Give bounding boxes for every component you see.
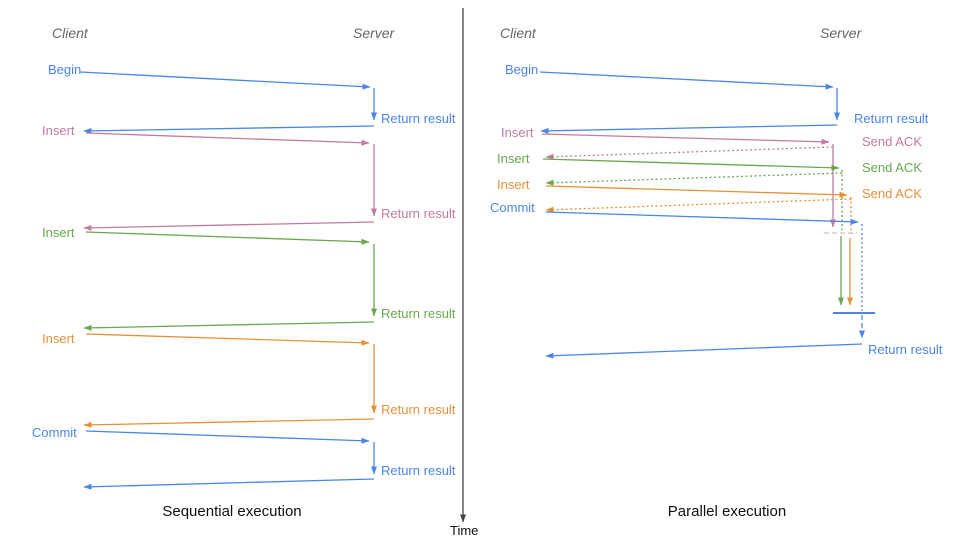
seq-insert3-return-label: Return result (381, 402, 456, 417)
par-begin-label: Begin (505, 62, 539, 77)
par-insert1-label: Insert (501, 125, 534, 140)
seq-commit-return-label: Return result (381, 463, 456, 478)
par-insert1-ack-label: Send ACK (862, 134, 922, 149)
seq-insert2-return-label: Return result (381, 306, 456, 321)
par-client-header: Client (500, 25, 536, 41)
par-insert3-request-arrow (545, 185, 848, 198)
seq-client-header: Client (52, 25, 88, 41)
seq-insert1-label: Insert (42, 123, 75, 138)
seq-begin-label: Begin (48, 62, 82, 77)
par-begin-return-label: Return result (854, 111, 929, 126)
par-insert3-label: Insert (497, 177, 530, 192)
par-insert2-label: Insert (497, 151, 530, 166)
par-commit-label: Commit (490, 200, 535, 215)
seq-insert2-return-arrow (83, 321, 375, 331)
seq-insert3-label: Insert (42, 331, 75, 346)
seq-begin-request-arrow (79, 71, 371, 90)
seq-commit-request-arrow (85, 430, 370, 444)
parallel-caption: Parallel execution (667, 503, 787, 520)
par-commit-request-arrow (545, 211, 859, 225)
seq-insert1-return-label: Return result (381, 206, 456, 221)
par-insert2-ack-arrow (545, 172, 843, 186)
par-begin-return-arrow (540, 124, 838, 134)
par-insert2-ack-label: Send ACK (862, 160, 922, 175)
sequential-caption: Sequential execution (162, 503, 302, 520)
seq-insert2-request-arrow (85, 231, 370, 245)
seq-insert1-return-arrow (83, 221, 375, 231)
par-insert3-ack-arrow (545, 198, 852, 213)
par-insert2-request-arrow (542, 158, 840, 171)
seq-begin-return-arrow (83, 125, 375, 134)
par-insert1-request-arrow (541, 133, 830, 145)
par-server-header: Server (820, 25, 862, 41)
par-commit-return-arrow (545, 343, 863, 359)
par-insert1-ack-arrow (545, 146, 834, 160)
par-begin-request-arrow (539, 71, 834, 90)
seq-insert2-label: Insert (42, 225, 75, 240)
par-commit-return-label: Return result (868, 342, 943, 357)
seq-insert3-return-arrow (83, 418, 375, 428)
seq-commit-return-arrow (83, 478, 375, 490)
seq-insert3-request-arrow (85, 333, 370, 346)
seq-server-header: Server (353, 25, 395, 41)
seq-insert1-request-arrow (85, 132, 370, 146)
seq-commit-label: Commit (32, 425, 77, 440)
seq-begin-return-label: Return result (381, 111, 456, 126)
par-insert3-ack-label: Send ACK (862, 186, 922, 201)
time-axis-label: Time (450, 523, 479, 538)
